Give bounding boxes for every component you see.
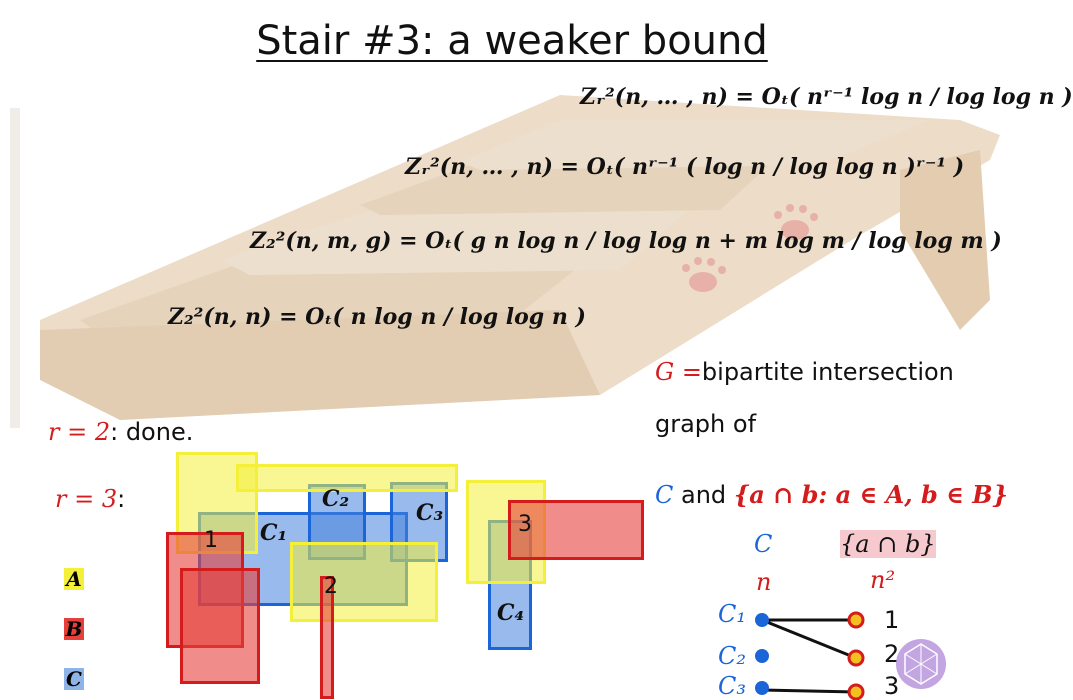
rect-b3	[320, 576, 334, 699]
right-header-text: {a ∩ b}	[840, 530, 936, 558]
g-definition-line3: C and {a ∩ b: a ∈ A, b ∈ B}	[655, 480, 1008, 509]
formula-zr-strong: Zᵣ²(n, … , n) = Oₜ( nʳ⁻¹ ( log n / log l…	[405, 154, 965, 180]
graph-left-size: n	[756, 568, 772, 596]
rect-a2	[236, 464, 458, 492]
graph-right-size: n²	[870, 566, 896, 594]
c4-label: C₄	[497, 600, 525, 626]
done-text: : done.	[110, 418, 194, 446]
graph-left-header: C	[754, 530, 773, 558]
g-definition-line2: graph of	[655, 410, 757, 438]
formula-z2-nmg: Z₂²(n, m, g) = Oₜ( g n log n / log log n…	[250, 228, 1002, 254]
c1-label: C₁	[260, 520, 288, 546]
g-definition-line1: G =bipartite intersection	[655, 358, 954, 386]
edge-c1-2	[761, 618, 857, 660]
node-3	[847, 683, 865, 700]
page-title: Stair #3: a weaker bound	[256, 18, 768, 64]
bipartite-graph-edges	[755, 611, 865, 700]
node-c3	[755, 681, 769, 695]
r2-label: r = 2	[48, 418, 111, 446]
r3-line: r = 3:	[55, 485, 125, 513]
formula-zr-weak: Zᵣ²(n, … , n) = Oₜ( nʳ⁻¹ log n / log log…	[580, 84, 1073, 110]
r3-label: r = 3	[55, 485, 118, 513]
node-2	[847, 649, 865, 667]
intersection-label-3: 3	[518, 512, 532, 537]
legend-a: A	[64, 568, 84, 590]
legend-c: C	[64, 668, 84, 690]
equals-sign: =	[681, 358, 702, 386]
formula-z2-nn: Z₂²(n, n) = Oₜ( n log n / log log n )	[168, 304, 586, 330]
graph-right-node-label-3: 3	[884, 672, 900, 700]
intersection-set: {a ∩ b: a ∈ A, b ∈ B}	[733, 480, 1008, 509]
edge-c3-3	[761, 688, 857, 694]
graph-left-node-label-3: C₃	[718, 672, 746, 700]
node-c2	[755, 649, 769, 663]
graph-left-node-label-2: C₂	[718, 642, 746, 670]
stair-illustration	[10, 95, 1000, 428]
r2-line: r = 2: done.	[48, 418, 193, 446]
graph-left-node-label-1: C₁	[718, 600, 746, 628]
intersection-label-2: 2	[324, 574, 338, 599]
graph-right-node-label-1: 1	[884, 606, 900, 634]
node-c1	[755, 613, 769, 627]
r3-colon: :	[117, 485, 126, 513]
graph-right-node-label-2: 2	[884, 640, 900, 668]
rect-b2	[180, 568, 260, 684]
bipartite-text: bipartite intersection	[701, 358, 954, 386]
legend-b: B	[64, 617, 84, 641]
and-text: and	[681, 481, 727, 509]
c-symbol: C	[655, 481, 674, 509]
logo-icon	[896, 639, 946, 689]
rect-b4	[508, 500, 644, 560]
rect-a3	[290, 542, 438, 622]
node-1	[847, 611, 865, 629]
c2-label: C₂	[322, 486, 350, 512]
graph-right-header: {a ∩ b}	[840, 530, 936, 558]
g-symbol: G	[655, 358, 675, 386]
intersection-label-1: 1	[204, 528, 218, 553]
c3-label: C₃	[416, 500, 444, 526]
